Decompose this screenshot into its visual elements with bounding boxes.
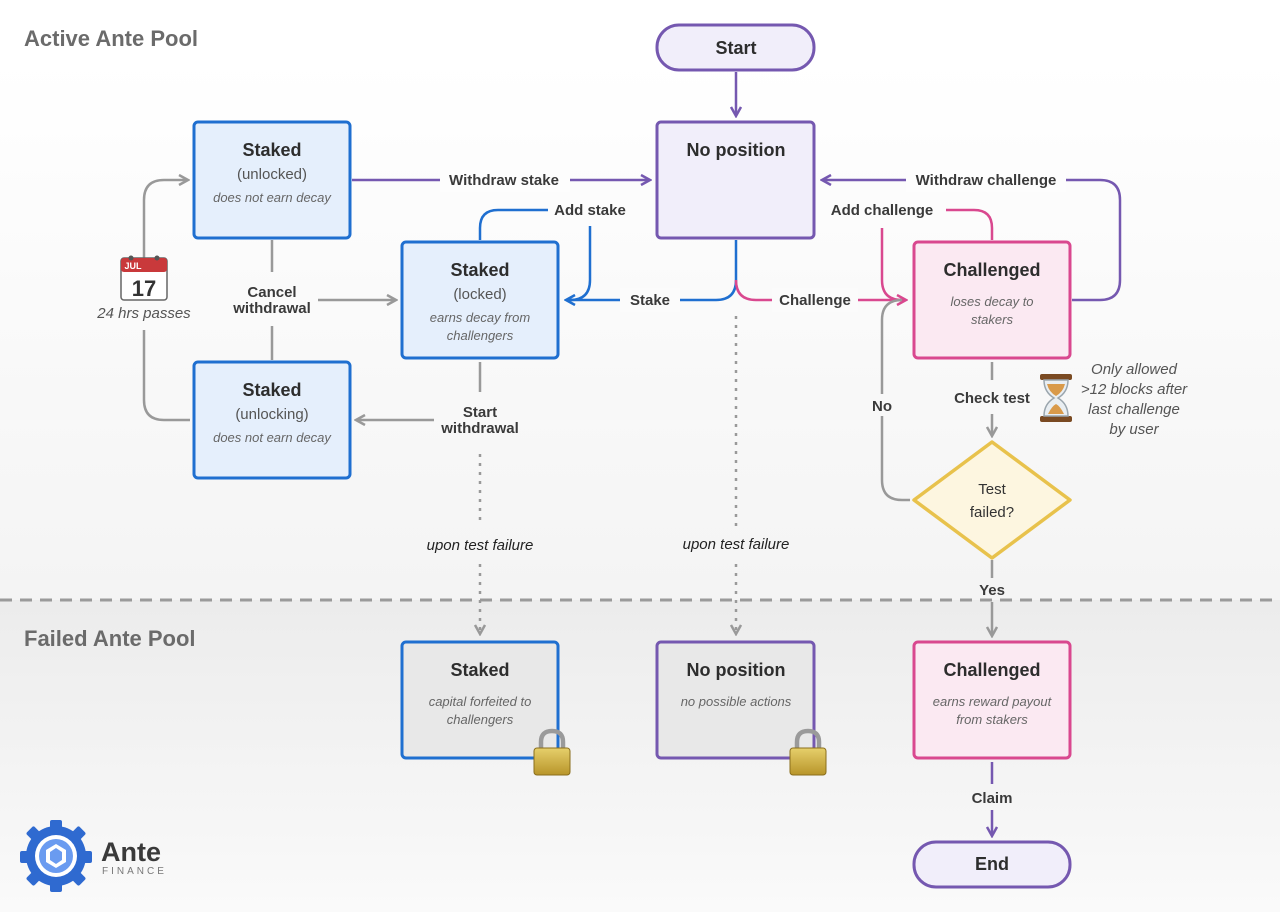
- end-label: End: [975, 854, 1009, 874]
- edge-add-stake-out: [478, 208, 548, 240]
- staked-unlocking-state: (unlocking): [235, 406, 308, 423]
- label-challenge: Challenge: [779, 292, 851, 309]
- staked-unlocked-state: (unlocked): [237, 166, 307, 183]
- failed-no-position-title: No position: [687, 660, 786, 680]
- hourglass-note-1: Only allowed: [1091, 361, 1178, 378]
- failed-staked-note-1: capital forfeited to: [429, 694, 532, 709]
- failed-staked-title: Staked: [450, 660, 509, 680]
- edge-24hrs-top: [142, 180, 188, 262]
- label-no: No: [872, 398, 892, 415]
- label-cancel-withdrawal-1: Cancel: [247, 284, 296, 301]
- label-withdraw-stake: Withdraw stake: [449, 172, 559, 189]
- hourglass-note-2: >12 blocks after: [1081, 381, 1188, 398]
- label-check-test: Check test: [954, 390, 1030, 407]
- failed-challenged-title: Challenged: [943, 660, 1040, 680]
- label-withdraw-challenge: Withdraw challenge: [916, 172, 1057, 189]
- start-label: Start: [715, 38, 756, 58]
- calendar-month: JUL: [124, 261, 142, 271]
- challenged-node: Challenged loses decay to stakers: [912, 240, 1072, 360]
- challenged-note-2: stakers: [971, 312, 1013, 327]
- staked-unlocking-note: does not earn decay: [213, 430, 332, 445]
- ante-logo: [20, 820, 92, 892]
- test-failed-decision: Test failed?: [912, 440, 1072, 560]
- failed-staked-node: Staked capital forfeited to challengers: [400, 640, 560, 760]
- hourglass-note-4: by user: [1109, 421, 1159, 438]
- calendar-caption: 24 hrs passes: [96, 305, 191, 322]
- test-failed-line1: Test: [978, 481, 1006, 498]
- hourglass-note-3: last challenge: [1088, 401, 1180, 418]
- logo-sub: FINANCE: [102, 866, 167, 877]
- failed-no-position-note: no possible actions: [681, 694, 792, 709]
- label-start-withdrawal-1: Start: [463, 404, 497, 421]
- challenged-title: Challenged: [943, 260, 1040, 280]
- lock-icon: [789, 728, 827, 776]
- end-node: End: [912, 840, 1072, 889]
- start-node: Start: [655, 23, 816, 72]
- staked-unlocking-title: Staked: [242, 380, 301, 400]
- failed-challenged-note-2: from stakers: [956, 712, 1028, 727]
- label-start-withdrawal-2: withdrawal: [440, 420, 519, 437]
- section-failed-title: Failed Ante Pool: [24, 626, 196, 651]
- edge-add-challenge-out: [946, 208, 994, 240]
- label-upon-test-failure-left: upon test failure: [427, 537, 534, 554]
- active-pool-area: [0, 60, 1280, 600]
- staked-unlocking-node: Staked (unlocking) does not earn decay: [192, 360, 352, 480]
- lock-icon: [533, 728, 571, 776]
- label-yes: Yes: [979, 582, 1005, 599]
- failed-challenged-note-1: earns reward payout: [933, 694, 1053, 709]
- test-failed-line2: failed?: [970, 504, 1014, 521]
- staked-locked-note-1: earns decay from: [430, 310, 531, 325]
- staked-locked-node: Staked (locked) earns decay from challen…: [400, 240, 560, 360]
- label-add-challenge: Add challenge: [831, 202, 934, 219]
- staked-locked-title: Staked: [450, 260, 509, 280]
- calendar-day: 17: [132, 276, 156, 301]
- edge-withdraw-challenge: [822, 180, 1122, 302]
- hourglass-icon: [1040, 374, 1072, 422]
- label-add-stake: Add stake: [554, 202, 626, 219]
- edge-challenge: [734, 279, 906, 300]
- failed-no-position-node: No position no possible actions: [655, 640, 816, 760]
- label-cancel-withdrawal-2: withdrawal: [232, 300, 311, 317]
- section-active-title: Active Ante Pool: [24, 26, 198, 51]
- failed-staked-note-2: challengers: [447, 712, 514, 727]
- no-position-label: No position: [687, 140, 786, 160]
- failed-challenged-node: Challenged earns reward payout from stak…: [912, 640, 1072, 760]
- staked-locked-note-2: challengers: [447, 328, 514, 343]
- label-stake: Stake: [630, 292, 670, 309]
- staked-unlocked-note: does not earn decay: [213, 190, 332, 205]
- challenged-note-1: loses decay to: [950, 294, 1033, 309]
- calendar-icon: JUL 17: [120, 255, 168, 301]
- staked-unlocked-title: Staked: [242, 140, 301, 160]
- edge-add-stake-in: [569, 226, 592, 302]
- label-claim: Claim: [972, 790, 1013, 807]
- logo-name: Ante: [101, 837, 161, 867]
- label-upon-test-failure-mid: upon test failure: [683, 536, 790, 553]
- staked-unlocked-node: Staked (unlocked) does not earn decay: [192, 120, 352, 240]
- staked-locked-state: (locked): [453, 286, 506, 303]
- no-position-node: No position: [655, 120, 816, 240]
- edge-no: [880, 298, 910, 502]
- edge-24hrs-bottom: [142, 330, 190, 422]
